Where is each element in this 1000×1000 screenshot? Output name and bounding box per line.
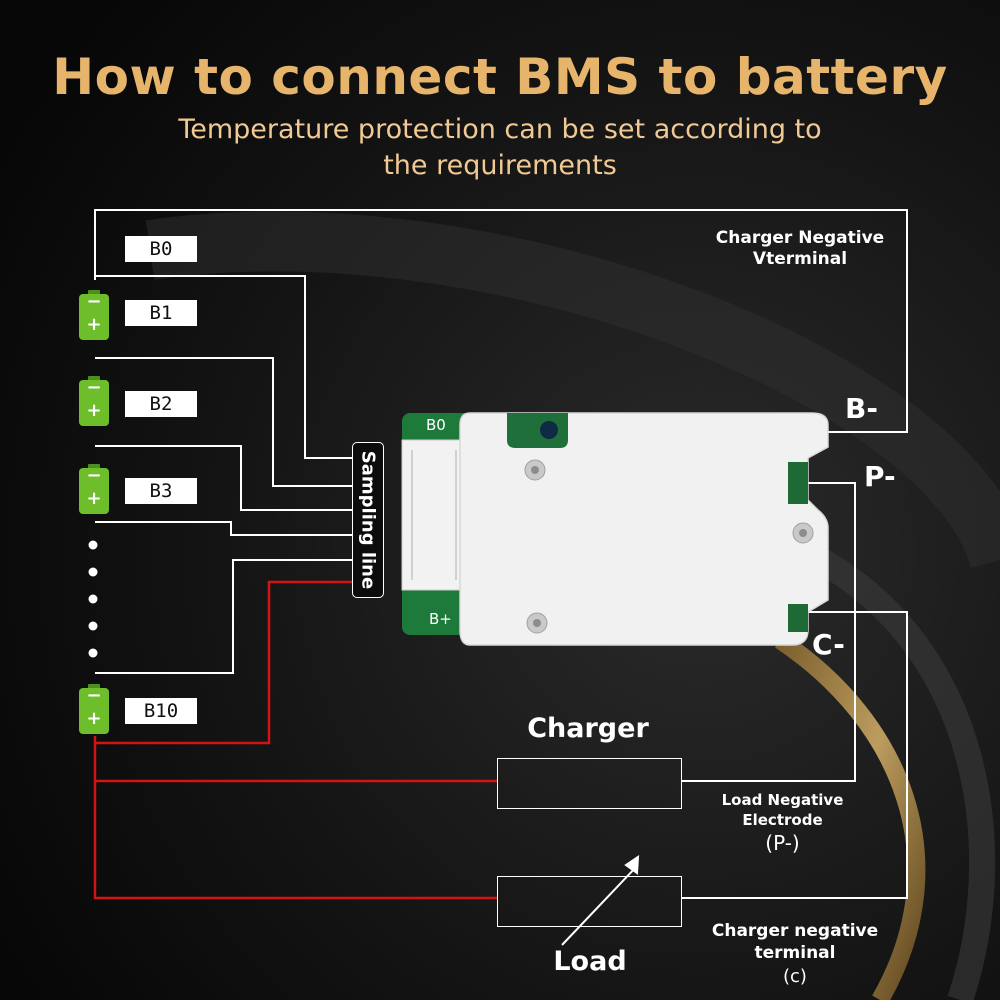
pcb-component [540, 421, 558, 439]
cell-label-b10: B10 [125, 698, 197, 724]
annotation-line: (P-) [765, 831, 800, 855]
battery-b10 [79, 684, 109, 734]
load-pointer-line [561, 864, 639, 946]
charger-negative-t-annotation: Charger negative terminal (c) [700, 920, 890, 990]
omitted-cells-dots [88, 540, 98, 658]
board-label-b0: B0 [426, 416, 446, 434]
charger-box [497, 758, 682, 809]
load-pointer-arrowhead [624, 855, 640, 875]
cell-label-b1: B1 [125, 300, 197, 326]
c-minus-wire [682, 611, 908, 899]
annotation-line: Electrode [742, 811, 823, 829]
battery-b2 [79, 376, 109, 426]
cover-notch [507, 413, 568, 448]
annotation-line: Charger Negative [715, 228, 885, 248]
page-subtitle: Temperature protection can be set accord… [150, 112, 850, 184]
c-minus-pad [788, 604, 808, 632]
annotation-line: Load Negative [721, 791, 844, 809]
subtitle-line-2: the requirements [383, 150, 617, 181]
b-minus-wire [94, 209, 908, 433]
b2-sampling-wire [95, 445, 352, 511]
b1-sampling-wire [95, 357, 352, 487]
cell-label-b3: B3 [125, 478, 197, 504]
charger-negative-v-annotation: Charger Negative Vterminal [700, 228, 900, 270]
p-minus-wire [682, 482, 856, 782]
b9-sampling-wire [95, 559, 352, 674]
b10-red-sampling-wire [95, 580, 352, 745]
annotation-line: terminal [754, 943, 836, 963]
battery-plus-sign: + [86, 314, 102, 335]
load-label: Load [553, 946, 627, 977]
b0-sampling-wire [95, 275, 352, 459]
terminal-p-minus: P- [864, 460, 896, 493]
load-negative-annotation: Load Negative Electrode (P-) [700, 790, 865, 856]
load-box [497, 876, 682, 927]
page-title: How to connect BMS to battery [52, 48, 948, 106]
battery-minus-sign: − [86, 685, 102, 706]
battery-plus-sign: + [86, 708, 102, 729]
background-swoosh [145, 211, 1000, 570]
charger-label: Charger [527, 713, 649, 744]
subtitle-line-1: Temperature protection can be set accord… [178, 114, 822, 145]
battery-plus-sign: + [86, 400, 102, 421]
load-positive-wire [93, 736, 497, 900]
aluminium-cover [459, 412, 829, 646]
bms-board [401, 412, 829, 646]
annotation-line: Vterminal [752, 249, 848, 269]
cell-label-b0: B0 [125, 236, 197, 262]
gold-swoosh [775, 632, 926, 1000]
battery-b3 [79, 464, 109, 514]
background-swoosh-2 [813, 548, 996, 1000]
battery-minus-sign: − [86, 377, 102, 398]
cell-label-b2: B2 [125, 391, 197, 417]
battery-minus-sign: − [86, 465, 102, 486]
battery-plus-sign: + [86, 488, 102, 509]
terminal-b-minus: B- [845, 392, 878, 425]
annotation-line: (c) [783, 966, 807, 987]
p-minus-pad [788, 462, 808, 504]
b3-sampling-wire [95, 521, 352, 536]
board-label-bplus: B+ [429, 610, 452, 628]
terminal-c-minus: C- [812, 628, 845, 661]
annotation-line: Charger negative [711, 921, 879, 941]
battery-minus-sign: − [86, 291, 102, 312]
sampling-line-text: Sampling line [357, 450, 379, 590]
battery-b1 [79, 290, 109, 340]
sampling-line-label: Sampling line [352, 442, 384, 598]
